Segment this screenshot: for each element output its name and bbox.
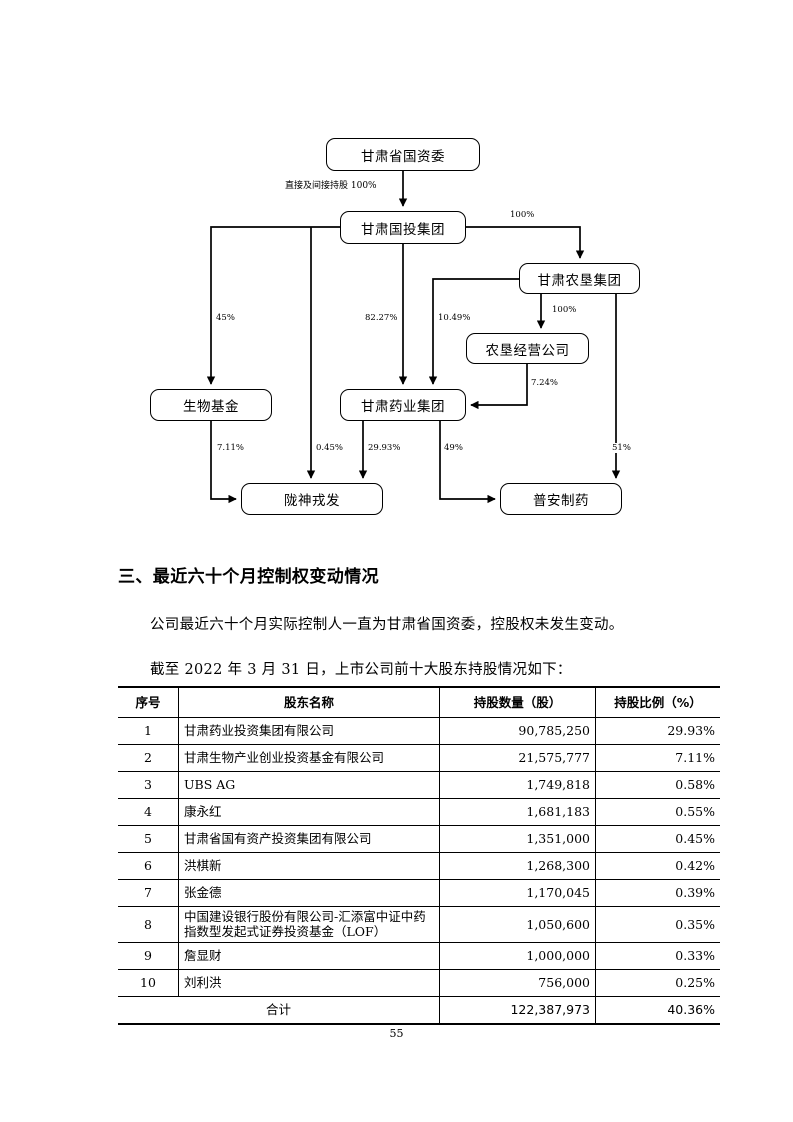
- cell-index: 1: [118, 717, 179, 745]
- cell-name: 刘利洪: [178, 968, 440, 997]
- edge-label-nongken-to-pharma-group: 10.49%: [437, 313, 472, 323]
- page-number: 55: [389, 1027, 404, 1040]
- cell-index: 4: [118, 798, 179, 826]
- cell-index: 8: [118, 906, 179, 943]
- cell-total-quantity: 122,387,973: [439, 995, 596, 1024]
- cell-index: 7: [118, 879, 179, 907]
- cell-name: 中国建设银行股份有限公司-汇添富中证中药指数型发起式证券投资基金（LOF）: [178, 906, 440, 943]
- cell-quantity: 1,000,000: [439, 941, 596, 970]
- cell-quantity: 756,000: [439, 968, 596, 997]
- cell-index: 3: [118, 771, 179, 799]
- diagram-node-gitg: 甘肃国投集团: [340, 211, 466, 244]
- cell-percentage: 0.25%: [595, 968, 720, 997]
- cell-percentage: 0.42%: [595, 852, 720, 880]
- cell-quantity: 21,575,777: [439, 744, 596, 772]
- edge-label-nongken-to-puan: 51%: [611, 443, 632, 453]
- cell-index: 9: [118, 941, 179, 970]
- cell-name: 康永红: [178, 798, 440, 826]
- edge-label-gitg-to-nongken: 100%: [509, 210, 536, 220]
- edge-label-operating-to-pharma-group: 7.24%: [530, 378, 560, 388]
- cell-index: 2: [118, 744, 179, 772]
- diagram-node-puan: 普安制药: [500, 483, 622, 515]
- section-heading: 三、最近六十个月控制权变动情况: [118, 567, 379, 587]
- section-paragraph-2: 截至 2022 年 3 月 31 日，上市公司前十大股东持股情况如下：: [150, 662, 572, 678]
- cell-name: 甘肃省国有资产投资集团有限公司: [178, 825, 440, 853]
- diagram-node-biofund: 生物基金: [150, 389, 272, 421]
- column-header-quantity: 持股数量（股）: [439, 686, 596, 718]
- top-shareholders-table: 序号 股东名称 持股数量（股） 持股比例（%） 1 甘肃药业投资集团有限公司 9…: [118, 686, 720, 1025]
- table-row: 5 甘肃省国有资产投资集团有限公司 1,351,000 0.45%: [118, 825, 720, 853]
- table-row: 7 张金德 1,170,045 0.39%: [118, 879, 720, 907]
- cell-percentage: 0.45%: [595, 825, 720, 853]
- column-header-percentage: 持股比例（%）: [595, 686, 720, 718]
- cell-name: UBS AG: [178, 771, 440, 799]
- diagram-node-sasac: 甘肃省国资委: [326, 138, 480, 171]
- cell-name: 张金德: [178, 879, 440, 907]
- edge-label-biofund-to-longshen: 7.11%: [216, 443, 246, 453]
- table-row: 4 康永红 1,681,183 0.55%: [118, 798, 720, 826]
- cell-quantity: 1,681,183: [439, 798, 596, 826]
- table-row: 3 UBS AG 1,749,818 0.58%: [118, 771, 720, 799]
- table-row: 8 中国建设银行股份有限公司-汇添富中证中药指数型发起式证券投资基金（LOF） …: [118, 906, 720, 943]
- cell-percentage: 7.11%: [595, 744, 720, 772]
- edge-label-sasac-to-gitg: 直接及间接持股 100%: [284, 178, 378, 191]
- cell-percentage: 0.55%: [595, 798, 720, 826]
- cell-index: 6: [118, 852, 179, 880]
- cell-percentage: 0.35%: [595, 906, 720, 943]
- cell-name: 詹显财: [178, 941, 440, 970]
- diagram-node-pharma-group: 甘肃药业集团: [340, 389, 466, 421]
- table-row: 10 刘利洪 756,000 0.25%: [118, 968, 720, 997]
- diagram-node-nongken-operating: 农垦经营公司: [466, 333, 589, 364]
- cell-quantity: 1,050,600: [439, 906, 596, 943]
- cell-quantity: 1,268,300: [439, 852, 596, 880]
- cell-percentage: 0.39%: [595, 879, 720, 907]
- cell-name: 洪棋新: [178, 852, 440, 880]
- cell-total-label: 合计: [118, 995, 440, 1024]
- edge-label-gitg-to-biofund: 45%: [215, 313, 236, 323]
- column-header-name: 股东名称: [178, 686, 440, 718]
- edge-label-gitg-to-pharma-group: 82.27%: [364, 313, 399, 323]
- ownership-structure-diagram: 甘肃省国资委 甘肃国投集团 甘肃农垦集团 农垦经营公司 生物基金 甘肃药业集团 …: [0, 0, 793, 545]
- cell-percentage: 0.58%: [595, 771, 720, 799]
- table-row: 2 甘肃生物产业创业投资基金有限公司 21,575,777 7.11%: [118, 744, 720, 772]
- cell-percentage: 29.93%: [595, 717, 720, 745]
- cell-index: 10: [118, 968, 179, 997]
- diagram-connectors: [206, 171, 621, 504]
- edge-label-nongken-to-operating: 100%: [551, 305, 578, 315]
- cell-total-percentage: 40.36%: [595, 995, 720, 1024]
- cell-name: 甘肃药业投资集团有限公司: [178, 717, 440, 745]
- cell-quantity: 90,785,250: [439, 717, 596, 745]
- table-header-row: 序号 股东名称 持股数量（股） 持股比例（%）: [118, 686, 720, 718]
- cell-quantity: 1,749,818: [439, 771, 596, 799]
- edge-label-gitg-to-longshen: 0.45%: [315, 443, 345, 453]
- cell-percentage: 0.33%: [595, 941, 720, 970]
- table-row: 9 詹显财 1,000,000 0.33%: [118, 941, 720, 970]
- column-header-index: 序号: [118, 686, 179, 718]
- edge-label-pharma-group-to-puan: 49%: [443, 443, 464, 453]
- table-total-row: 合计 122,387,973 40.36%: [118, 995, 720, 1024]
- section-paragraph-1: 公司最近六十个月实际控制人一直为甘肃省国资委，控股权未发生变动。: [150, 617, 624, 633]
- cell-quantity: 1,351,000: [439, 825, 596, 853]
- diagram-node-nongken: 甘肃农垦集团: [519, 263, 640, 294]
- table-row: 6 洪棋新 1,268,300 0.42%: [118, 852, 720, 880]
- cell-index: 5: [118, 825, 179, 853]
- table-row: 1 甘肃药业投资集团有限公司 90,785,250 29.93%: [118, 717, 720, 745]
- cell-quantity: 1,170,045: [439, 879, 596, 907]
- edge-label-pharma-group-to-longshen: 29.93%: [367, 443, 402, 453]
- cell-name: 甘肃生物产业创业投资基金有限公司: [178, 744, 440, 772]
- diagram-node-longshen: 陇神戎发: [241, 483, 383, 515]
